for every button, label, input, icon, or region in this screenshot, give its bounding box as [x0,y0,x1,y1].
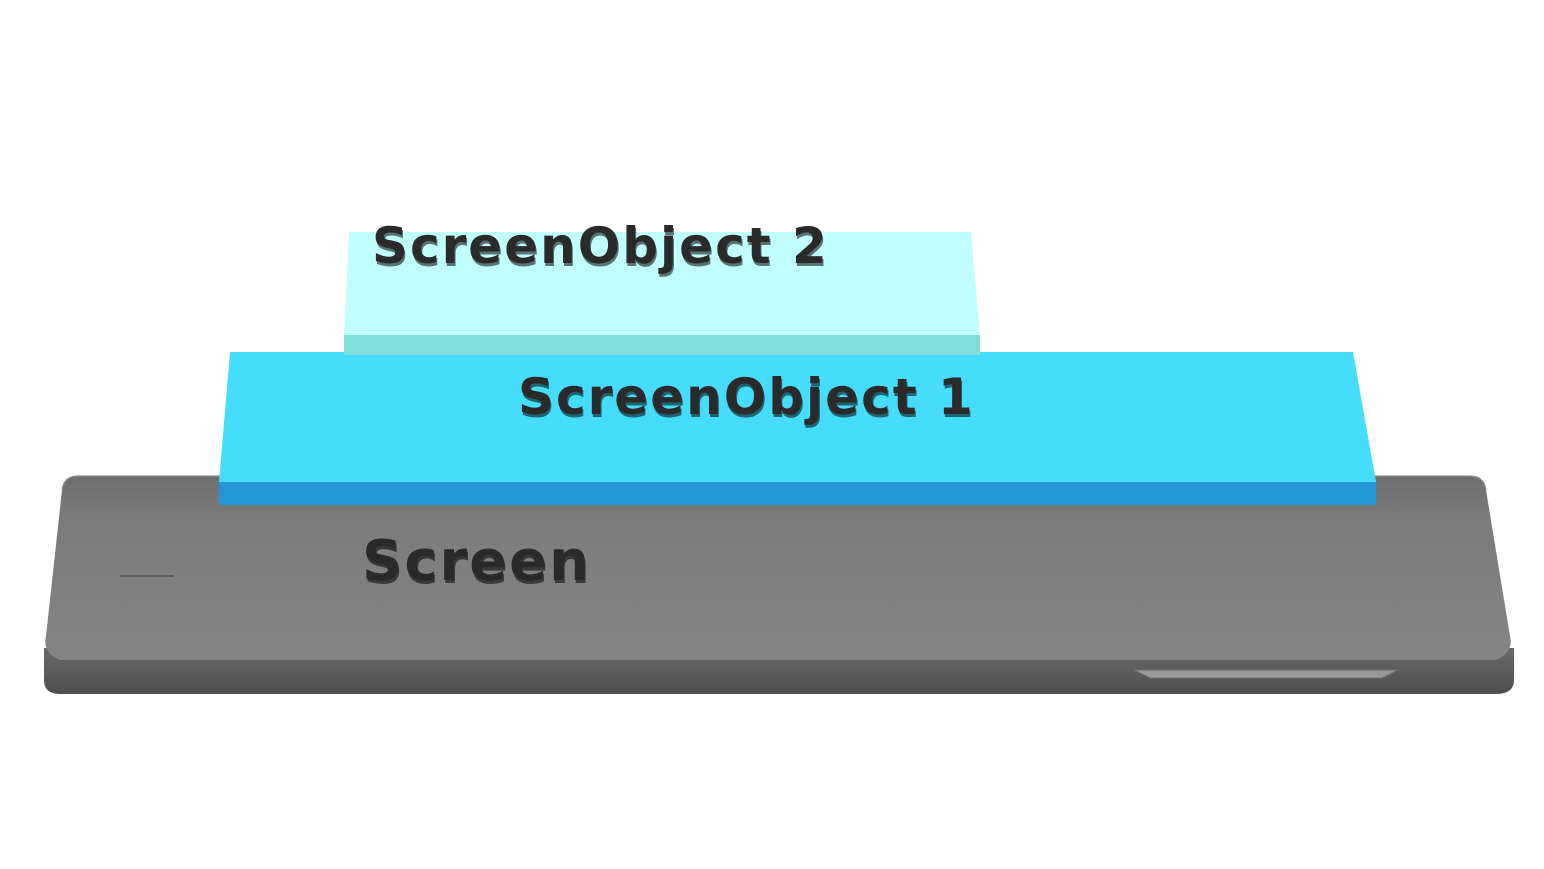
screen-object-1-slab-top [219,352,1376,482]
screen-object-1-label: ScreenObject 1 [518,368,975,426]
screen-slab-top [45,476,1511,660]
screen-object-1-layer: ScreenObject 1 [219,352,1376,505]
screen-side-button [1133,669,1399,679]
screen-object-2-layer: ScreenObject 2 [344,217,980,355]
screen-object-2-slab-side [344,334,980,355]
screen-object-2-label: ScreenObject 2 [372,217,829,275]
screen-object-2-slab-top [344,232,980,335]
screen-object-1-slab-side [219,480,1376,505]
screen-layer: Screen [44,475,1514,694]
screen-label: Screen [362,529,591,594]
